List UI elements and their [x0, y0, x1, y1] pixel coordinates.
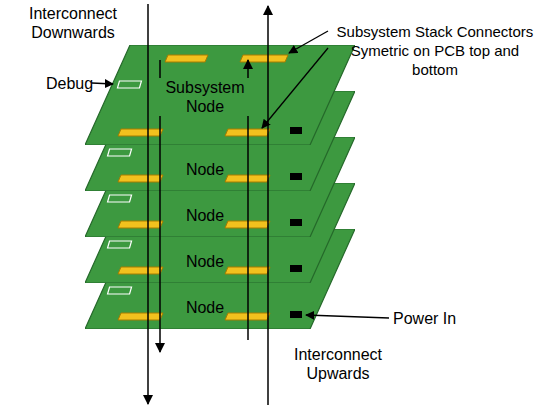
- node-label: Node: [184, 206, 226, 225]
- node-label: Subsystem Node: [156, 78, 255, 116]
- stack-connector: [165, 101, 208, 108]
- stack-connector: [225, 129, 270, 136]
- debug-connector: [108, 287, 132, 294]
- debug-connector: [108, 241, 132, 248]
- node-label: Node: [184, 298, 226, 317]
- stack-connector: [165, 55, 208, 62]
- leader-arrow: [306, 315, 389, 318]
- annotation: Power In: [393, 309, 483, 328]
- pcb-node: Node: [85, 137, 355, 237]
- stack-connector: [240, 101, 288, 108]
- annotation: Interconnect Downwards: [12, 4, 134, 42]
- pcb-outline: [85, 137, 355, 237]
- pcb-node: Node: [85, 229, 355, 329]
- leader-arrow: [92, 83, 113, 84]
- stack-connector: [240, 147, 288, 154]
- stack-connector: [118, 221, 163, 228]
- stack-connector: [118, 313, 163, 320]
- stack-connector: [240, 239, 288, 246]
- power-connector: [290, 311, 302, 318]
- upward-arrow: [267, 6, 269, 405]
- pcb-outline: [85, 183, 355, 283]
- pcb-outline: [85, 45, 355, 145]
- power-connector: [290, 127, 302, 134]
- node-label: Node: [184, 160, 226, 179]
- annotation: Interconnect Upwards: [278, 345, 398, 383]
- stack-connector: [240, 193, 288, 200]
- power-connector: [290, 219, 302, 226]
- annotation: Subsystem Stack Connectors Symetric on P…: [330, 22, 540, 79]
- stack-connector: [165, 193, 208, 200]
- stack-connector: [118, 267, 163, 274]
- downward-arrow: [147, 4, 149, 404]
- debug-connector: [108, 149, 132, 156]
- pcb-node: Node: [85, 183, 355, 283]
- stack-connector: [225, 221, 270, 228]
- debug-connector: [108, 195, 132, 202]
- pcb-outline: [85, 91, 355, 191]
- stack-connector: [118, 175, 163, 182]
- stack-connector: [240, 55, 288, 62]
- stack-connector: [118, 129, 163, 136]
- stack-connector: [225, 313, 270, 320]
- power-connector: [290, 265, 302, 272]
- debug-connector: [117, 81, 141, 88]
- stack-connector: [225, 267, 270, 274]
- pcb-node: Subsystem Node: [85, 45, 355, 145]
- stack-connector: [165, 147, 208, 154]
- stack-connector: [225, 175, 270, 182]
- annotation: Debug: [46, 74, 94, 93]
- power-connector: [290, 173, 302, 180]
- node-label: Node: [184, 252, 226, 271]
- stack-connector: [165, 239, 208, 246]
- pcb-outline: [85, 229, 355, 329]
